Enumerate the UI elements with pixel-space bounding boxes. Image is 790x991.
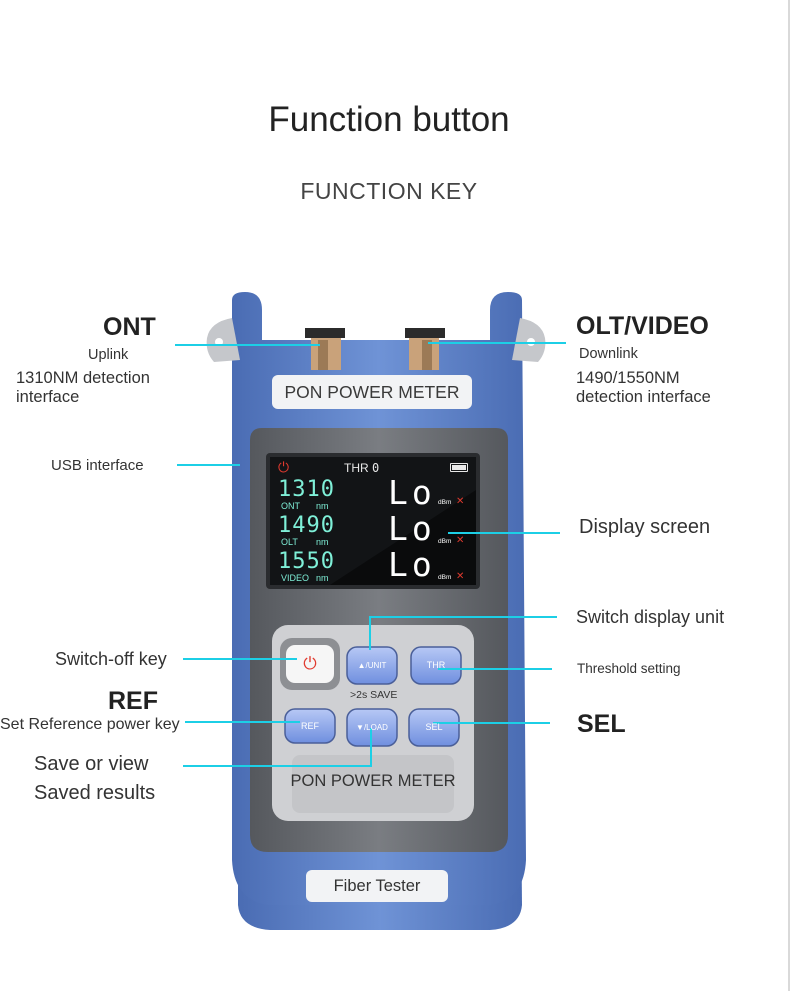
ont-connector bbox=[305, 328, 345, 370]
load-key[interactable]: ▼/LOAD bbox=[356, 723, 388, 732]
lcd-wavelength-1310: 1310 bbox=[278, 477, 335, 502]
lcd-dbm-2: dBm bbox=[438, 538, 452, 545]
olt-connector bbox=[405, 328, 445, 370]
sel-key[interactable]: SEL bbox=[425, 722, 443, 732]
page-subtitle: FUNCTION KEY bbox=[300, 178, 478, 204]
callout-ont-desc-1: 1310NM detection bbox=[16, 369, 150, 387]
ref-key[interactable]: REF bbox=[301, 721, 319, 731]
lcd-dbm-1: dBm bbox=[438, 499, 452, 506]
callout-ont-sub: Uplink bbox=[88, 347, 129, 363]
lcd-port-olt: OLT bbox=[281, 537, 298, 547]
callout-usb: USB interface bbox=[51, 457, 144, 474]
power-status-icon: ⏻ bbox=[278, 459, 290, 475]
callout-sel: SEL bbox=[577, 710, 626, 738]
callout-save-2: Saved results bbox=[34, 782, 156, 804]
callout-lines bbox=[175, 342, 566, 767]
device-ear-left bbox=[206, 318, 240, 362]
lcd-unit-nm: nm bbox=[316, 501, 329, 511]
lcd-dbm-3: dBm bbox=[438, 574, 452, 581]
device-foot-label: Fiber Tester bbox=[333, 877, 421, 895]
callout-save-1: Save or view bbox=[34, 753, 149, 775]
power-icon: ⏻ bbox=[303, 654, 317, 673]
lcd-unit-nm: nm bbox=[316, 573, 329, 583]
callout-olt-desc-1: 1490/1550NM bbox=[576, 369, 680, 387]
callout-olt-title: OLT/VIDEO bbox=[576, 312, 709, 340]
callout-display: Display screen bbox=[579, 516, 711, 538]
page-edge-divider bbox=[788, 0, 790, 991]
callout-ont-desc-2: interface bbox=[16, 388, 80, 406]
power-key[interactable]: ⏻ bbox=[286, 645, 334, 683]
unit-key[interactable]: ▲/UNIT bbox=[357, 661, 387, 670]
battery-icon bbox=[450, 463, 468, 472]
lcd-reading-3: Lo bbox=[388, 545, 436, 584]
lcd-wavelength-1490: 1490 bbox=[278, 513, 335, 538]
thr-key[interactable]: THR bbox=[426, 660, 446, 670]
lcd-error-icon-3: ✕ bbox=[456, 571, 465, 582]
callout-ont-title: ONT bbox=[103, 313, 156, 341]
lcd-thr-indicator: THR bbox=[344, 461, 369, 475]
lcd-thr-digit: 0 bbox=[372, 461, 380, 475]
lcd-error-icon-1: ✕ bbox=[456, 496, 465, 507]
callout-switch-off: Switch-off key bbox=[55, 649, 167, 669]
lcd-port-video: VIDEO bbox=[281, 573, 310, 583]
device-bottom-label: PON POWER METER bbox=[290, 772, 456, 790]
callout-threshold: Threshold setting bbox=[577, 661, 681, 676]
device-top-label: PON POWER METER bbox=[284, 382, 460, 402]
callout-olt-desc-2: detection interface bbox=[576, 388, 711, 406]
lcd-reading-2: Lo bbox=[388, 509, 436, 548]
lcd-unit-nm: nm bbox=[316, 537, 329, 547]
lcd-reading-1: Lo bbox=[388, 473, 436, 512]
callout-olt-sub: Downlink bbox=[579, 346, 638, 362]
lcd-wavelength-1550: 1550 bbox=[278, 549, 335, 574]
callout-ref-desc: Set Reference power key bbox=[0, 716, 180, 733]
page-title: Function button bbox=[268, 100, 510, 139]
lcd-port-ont: ONT bbox=[281, 501, 300, 511]
save-hint-label: >2s SAVE bbox=[350, 689, 398, 701]
callout-switch-unit: Switch display unit bbox=[576, 607, 725, 627]
lcd-error-icon-2: ✕ bbox=[456, 535, 465, 546]
callout-ref-title: REF bbox=[108, 687, 158, 715]
